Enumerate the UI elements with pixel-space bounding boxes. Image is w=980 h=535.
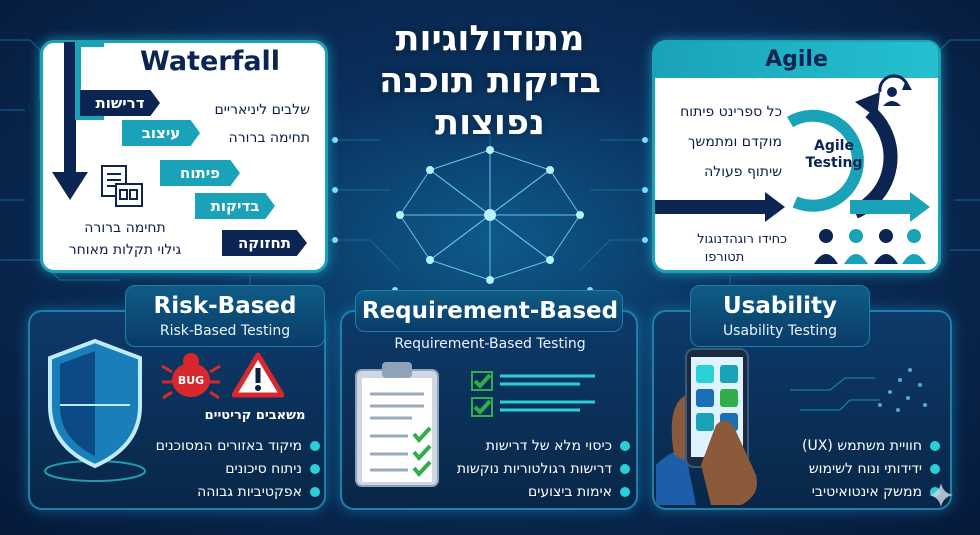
waterfall-bottom-note-late: גילוי תקלות מאוחר	[68, 242, 182, 258]
agile-bottom-line2: תטורפו	[704, 250, 745, 265]
usability-subtitle: Usability Testing	[722, 323, 838, 339]
agile-bottom-line1: כחידו רוגהדנוגול	[697, 232, 787, 247]
bullet-dot	[310, 487, 320, 497]
risk-title: Risk-Based	[153, 293, 297, 319]
usability-bullet-ux: חוויית משתמש (UX)	[760, 438, 940, 454]
checklist-icon	[471, 371, 595, 417]
bullet-dot	[620, 487, 630, 497]
requirement-bullet-performance: אימות ביצועים	[440, 484, 630, 500]
risk-header-bg	[125, 285, 325, 347]
waterfall-step-maintenance: תחזוקה	[222, 230, 307, 256]
waterfall-panel	[40, 40, 328, 273]
usability-bullet-friendly: ידידותי ונוח לשימוש	[760, 461, 940, 477]
waterfall-arrow-icon	[52, 42, 88, 200]
requirement-subtitle: Requirement-Based Testing	[394, 336, 586, 352]
bug-icon	[161, 353, 221, 400]
risk-bullet-analysis: ניתוח סיכונים	[140, 461, 320, 477]
warning-icon	[232, 352, 284, 398]
waterfall-note-linear: שלבים ליניאריים	[214, 102, 310, 118]
bullet-dot	[310, 441, 320, 451]
agile-note-sprint: כל ספרינט פיתוח	[680, 104, 782, 120]
risk-bullet-effectiveness: אפקטיביות גבוהה	[140, 484, 320, 500]
waterfall-title: Waterfall	[140, 46, 281, 77]
waterfall-step-testing: בדיקות	[195, 193, 275, 219]
team-people-icon	[814, 229, 926, 264]
agile-cycle-label-line1: Agile	[814, 138, 854, 154]
agile-cycle-icon	[655, 92, 930, 222]
waterfall-bracket-icon	[75, 42, 104, 120]
usability-title: Usability	[723, 293, 837, 319]
agile-note-early: מוקדם ומתמשך	[687, 134, 782, 150]
waterfall-step-development: פיתוח	[160, 160, 240, 186]
requirement-bullet-coverage: כיסוי מלא של דרישות	[440, 438, 630, 454]
requirement-title: Requirement-Based	[361, 298, 619, 324]
bullet-dot	[310, 464, 320, 474]
agile-cycle-label: Agile Testing	[794, 138, 874, 172]
page-title: מתודולוגיות בדיקות תוכנה נפוצות	[379, 19, 601, 143]
bug-label: BUG	[177, 374, 205, 387]
bullet-dot	[620, 464, 630, 474]
bullet-dot	[930, 487, 940, 497]
requirement-bullet-regulatory: דרישות רגולטוריות נוקשות	[440, 461, 630, 477]
sparkle-icon	[929, 483, 953, 507]
waterfall-note-clear: תחימה ברורה	[228, 130, 310, 146]
digital-hand-icon	[790, 368, 927, 412]
waterfall-step-requirements: דרישות	[80, 90, 160, 116]
risk-caption: משאבים קריטיים	[204, 408, 306, 423]
shield-icon	[44, 338, 146, 482]
smartphone-hand-icon	[656, 348, 757, 505]
usability-header-bg	[690, 285, 870, 347]
agile-note-collab: שיתוף פעולה	[704, 164, 782, 180]
documents-icon	[101, 165, 143, 207]
agile-title: Agile	[655, 42, 938, 78]
team-refresh-icon	[878, 74, 912, 106]
waterfall-step-design: עיצוב	[122, 120, 200, 146]
agile-cycle-label-line2: Testing	[805, 155, 863, 171]
bullet-dot	[930, 464, 940, 474]
risk-bullet-focus: מיקוד באזורים המסוכנים	[140, 438, 320, 454]
usability-bullet-intuitive: ממשק אינטואיטיבי	[760, 484, 940, 500]
risk-subtitle: Risk-Based Testing	[159, 323, 291, 339]
bullet-dot	[620, 441, 630, 451]
bullet-dot	[930, 441, 940, 451]
requirement-header-bg	[355, 290, 623, 332]
waterfall-bottom-note-clear: תחימה ברורה	[84, 220, 166, 236]
clipboard-icon	[355, 362, 439, 487]
network-graphic	[399, 149, 581, 281]
